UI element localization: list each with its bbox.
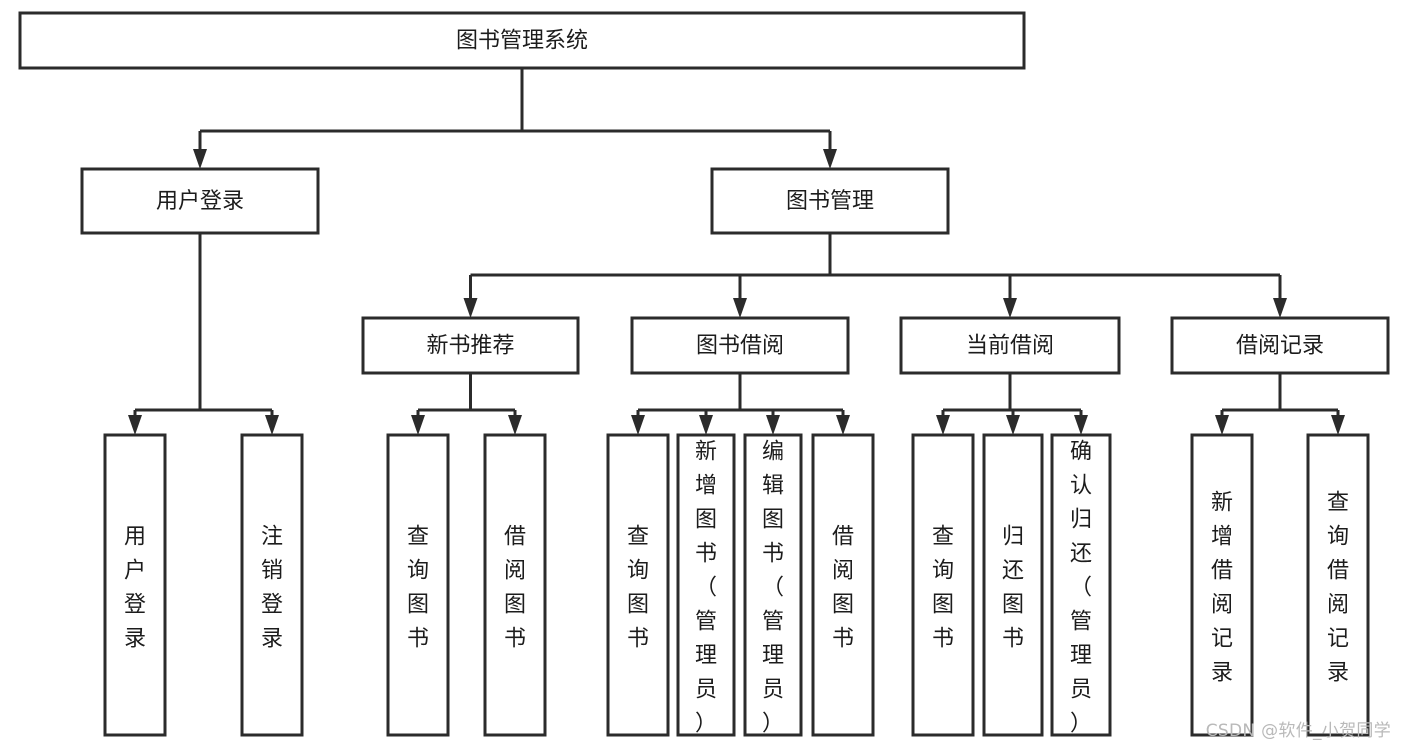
leaf-label-leaf-borrow-book-1: 借阅图书 — [504, 525, 526, 652]
node-box-user-login[interactable] — [80, 167, 320, 235]
leaf-box-leaf-query-borrow-record[interactable] — [1306, 433, 1370, 737]
leaf-label-leaf-query-borrow-record: 查询借阅记录 — [1327, 491, 1349, 686]
leaf-label-leaf-borrow-book-2: 借阅图书 — [832, 525, 854, 652]
node-box-root[interactable] — [18, 11, 1026, 70]
leaf-box-leaf-confirm-return-admin[interactable] — [1050, 433, 1112, 737]
node-label-current-borrow: 当前借阅 — [966, 334, 1054, 359]
node-box-current-borrow[interactable] — [899, 316, 1121, 375]
leaf-label-leaf-confirm-return-admin: 确认归还（管理员） — [1070, 440, 1092, 737]
leaf-label-leaf-return-book: 归还图书 — [1002, 525, 1024, 652]
node-box-book-borrow[interactable] — [630, 316, 850, 375]
node-label-book-borrow: 图书借阅 — [696, 334, 784, 359]
leaf-box-leaf-borrow-book-1[interactable] — [483, 433, 547, 737]
node-box-new-book-recommend[interactable] — [361, 316, 580, 375]
leaf-box-leaf-add-borrow-record[interactable] — [1190, 433, 1254, 737]
csdn-watermark: CSDN @软件_小贺同学 — [1205, 721, 1391, 741]
leaf-label-leaf-add-borrow-record: 新增借阅记录 — [1211, 491, 1233, 686]
leaf-label-leaf-add-book-admin: 新增图书（管理员） — [695, 440, 717, 737]
leaf-label-leaf-user-login: 用户登录 — [124, 525, 146, 652]
node-box-borrow-record[interactable] — [1170, 316, 1390, 375]
leaf-label-leaf-user-logout: 注销登录 — [261, 525, 283, 652]
leaf-box-leaf-user-login[interactable] — [103, 433, 167, 737]
leaf-box-leaf-user-logout[interactable] — [240, 433, 304, 737]
node-label-root: 图书管理系统 — [456, 29, 588, 54]
leaf-label-leaf-query-book-1: 查询图书 — [407, 525, 429, 652]
leaf-box-leaf-borrow-book-2[interactable] — [811, 433, 875, 737]
node-label-borrow-record: 借阅记录 — [1236, 334, 1324, 359]
leaf-box-leaf-edit-book-admin[interactable] — [743, 433, 803, 737]
node-label-new-book-recommend: 新书推荐 — [426, 334, 514, 359]
leaf-box-leaf-query-book-1[interactable] — [386, 433, 450, 737]
node-label-user-login: 用户登录 — [156, 189, 244, 214]
leaf-label-leaf-query-book-3: 查询图书 — [932, 525, 954, 652]
leaf-box-leaf-query-book-3[interactable] — [911, 433, 975, 737]
leaf-label-leaf-query-book-2: 查询图书 — [627, 525, 649, 652]
node-box-book-manage[interactable] — [710, 167, 950, 235]
leaf-label-leaf-edit-book-admin: 编辑图书（管理员） — [762, 440, 784, 737]
node-label-book-manage: 图书管理 — [786, 189, 874, 214]
leaf-box-leaf-query-book-2[interactable] — [606, 433, 670, 737]
leaf-box-leaf-return-book[interactable] — [982, 433, 1044, 737]
leaf-box-leaf-add-book-admin[interactable] — [676, 433, 736, 737]
